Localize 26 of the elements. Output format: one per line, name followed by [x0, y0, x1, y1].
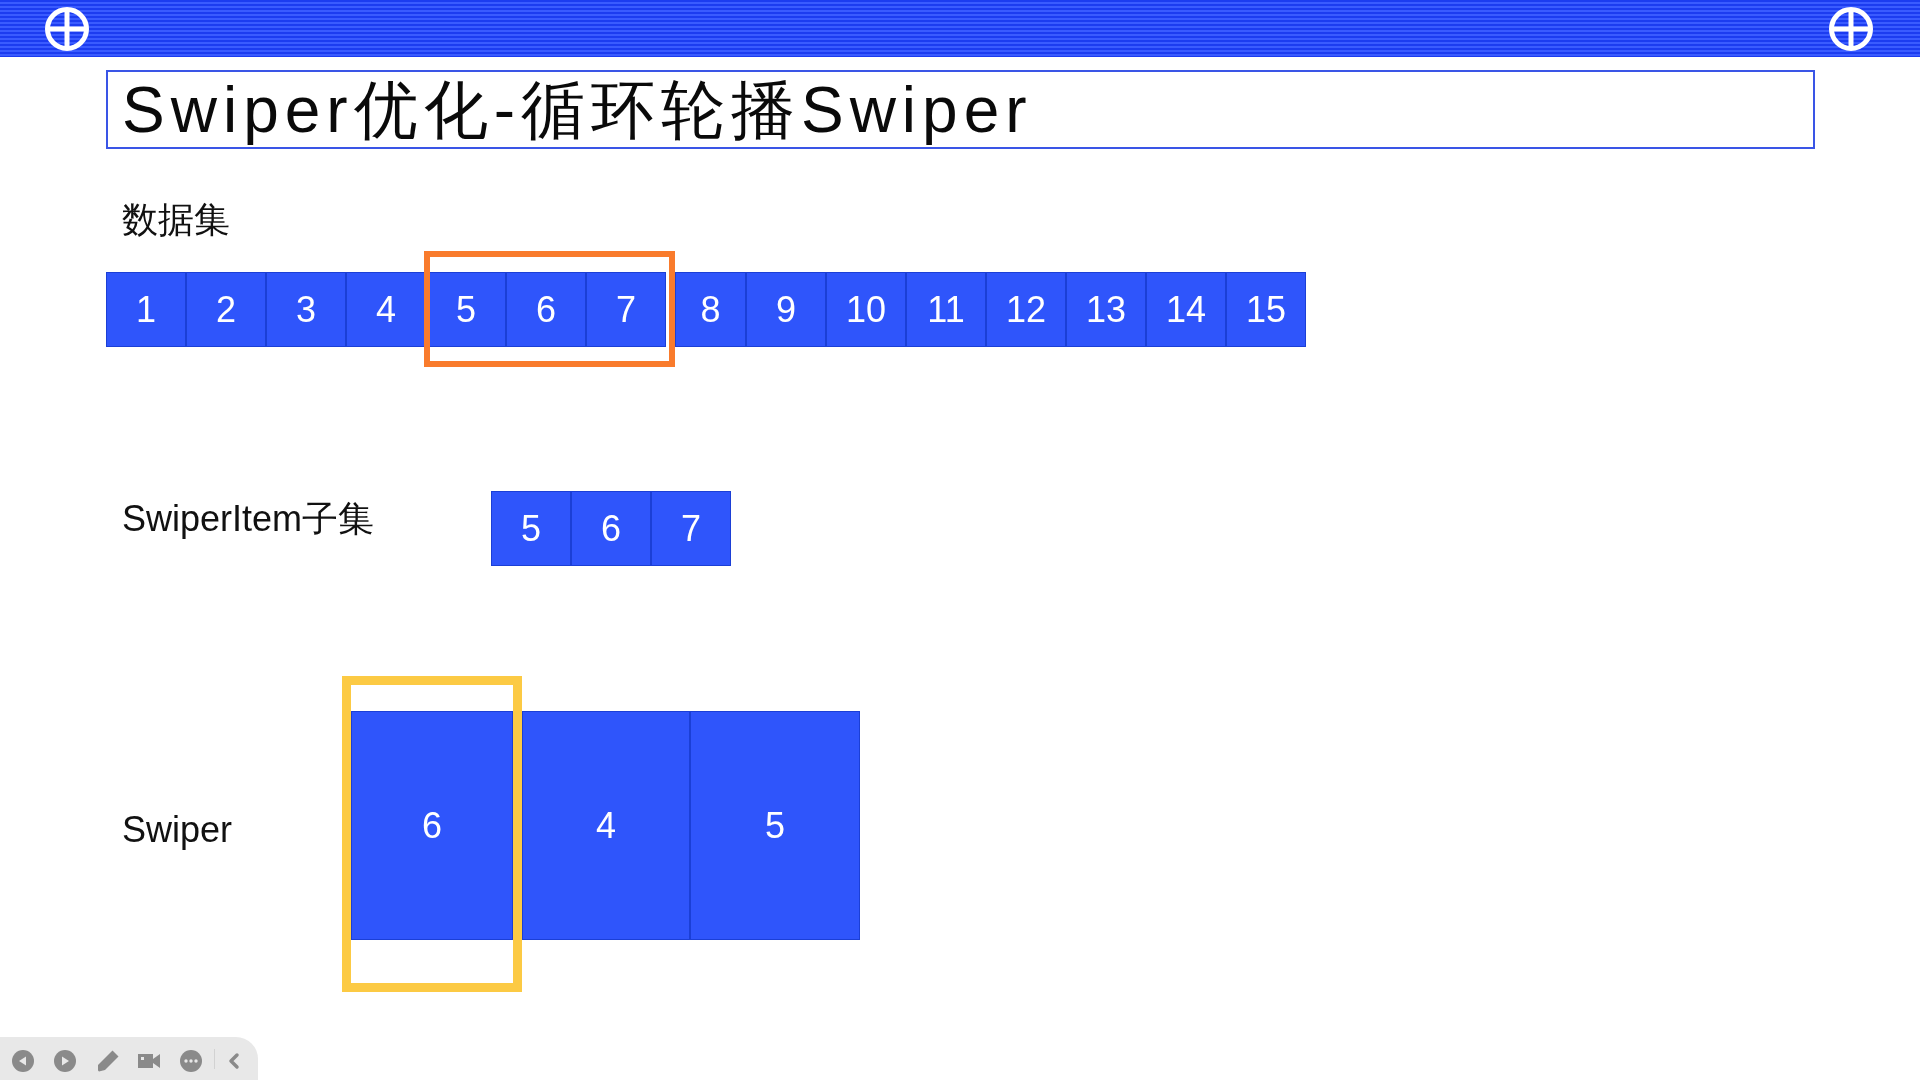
row-label: 数据集: [122, 200, 230, 240]
row-label: Swiper: [122, 810, 233, 850]
data-item: 15: [1226, 272, 1306, 347]
slide-item: 6: [351, 711, 513, 940]
data-item: 4: [346, 272, 426, 347]
data-item: 8: [675, 272, 746, 347]
slide-item: 4: [522, 711, 690, 940]
data-item: 6: [506, 272, 586, 347]
subset-item: 5: [491, 491, 571, 566]
slide-item: 5: [690, 711, 860, 940]
data-item: 3: [266, 272, 346, 347]
data-item: 7: [586, 272, 666, 347]
data-item: 2: [186, 272, 266, 347]
highlight-frame: [424, 251, 675, 367]
data-item: 11: [906, 272, 986, 347]
data-item: 1: [106, 272, 186, 347]
data-item: 14: [1146, 272, 1226, 347]
subset-item: 6: [571, 491, 651, 566]
row-label: SwiperItem子集: [122, 499, 375, 539]
highlight-frame: [342, 676, 522, 992]
data-item: 9: [746, 272, 826, 347]
slide-title: Swiper优化-循环轮播Swiper: [122, 73, 1033, 146]
data-item: 10: [826, 272, 906, 347]
data-item: 13: [1066, 272, 1146, 347]
data-item: 12: [986, 272, 1066, 347]
subset-item: 7: [651, 491, 731, 566]
